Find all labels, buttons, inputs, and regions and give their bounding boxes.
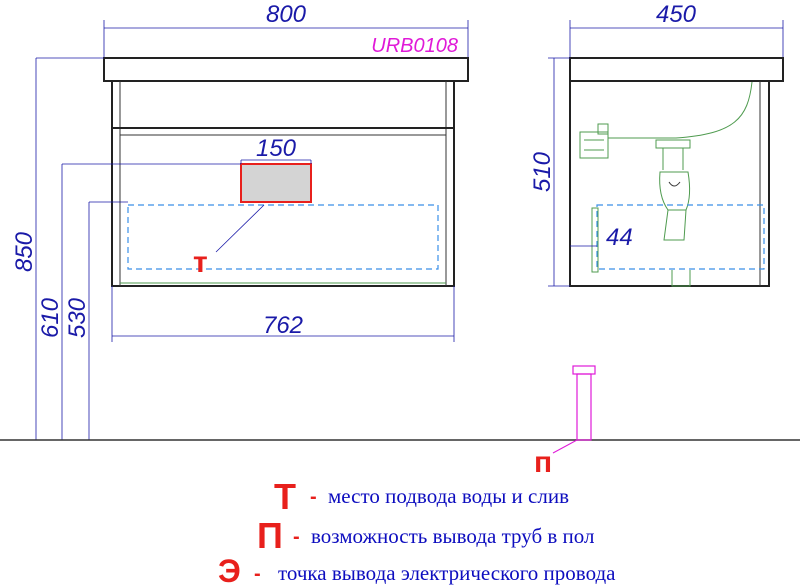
water-connection-zone — [127, 204, 439, 270]
marker-water: т — [193, 246, 208, 279]
height-dimensions: 850 610 530 — [11, 57, 241, 440]
legend-letter-e: Э — [218, 553, 241, 588]
legend-letter-t: Т — [274, 476, 296, 517]
dim-label-850: 850 — [11, 231, 38, 272]
cabinet-body — [111, 80, 455, 287]
side-countertop — [569, 57, 784, 82]
dim-label-762: 762 — [263, 312, 303, 339]
dim-label-800: 800 — [266, 1, 307, 28]
floor-pipe-outlet — [552, 365, 596, 454]
legend-text-floor: возможность вывода труб в пол — [311, 524, 595, 548]
electrical-socket-zone — [240, 163, 312, 203]
dim-label-610: 610 — [37, 297, 64, 338]
legend-dash-e: - — [254, 563, 261, 585]
dim-label-530: 530 — [64, 297, 91, 338]
dim-label-44: 44 — [606, 224, 633, 251]
water-valve — [579, 123, 656, 159]
side-cabinet-body — [569, 80, 770, 287]
countertop — [103, 57, 469, 82]
siphon — [655, 139, 691, 241]
dim-label-510: 510 — [529, 151, 556, 192]
legend-dash-p: - — [293, 526, 300, 548]
legend-text-water: место подвода воды и слив — [328, 484, 569, 508]
legend-text-electric: точка вывода электрического провода — [278, 561, 616, 585]
legend: Т - место подвода воды и слив П - возмож… — [218, 476, 616, 588]
side-view: 450 44 — [529, 1, 784, 287]
model-code: URB0108 — [371, 35, 458, 57]
dim-label-150: 150 — [256, 135, 297, 162]
legend-letter-p: П — [257, 515, 283, 556]
dim-label-450: 450 — [656, 1, 697, 28]
basin-outline — [618, 81, 753, 139]
legend-dash-t: - — [310, 486, 317, 508]
side-water-zone — [596, 204, 765, 270]
front-view: 800 URB0108 150 т 762 — [103, 1, 469, 342]
marker-floor: п — [534, 446, 552, 479]
